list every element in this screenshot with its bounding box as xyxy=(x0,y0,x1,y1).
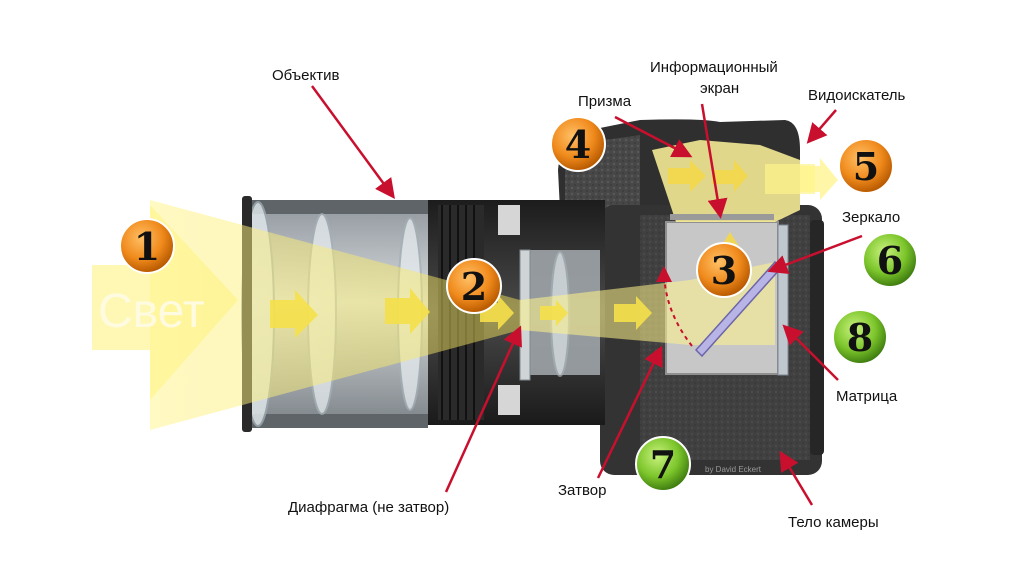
svg-text:6: 6 xyxy=(877,238,903,283)
svg-text:2: 2 xyxy=(461,264,487,309)
marker-4: 4 xyxy=(550,116,606,172)
svg-text:1: 1 xyxy=(134,224,160,269)
label-info-screen-line2: экран xyxy=(700,80,739,97)
label-prism: Призма xyxy=(578,93,632,110)
svg-text:5: 5 xyxy=(853,144,879,189)
marker-2: 2 xyxy=(446,258,502,314)
sensor-plate xyxy=(777,224,789,376)
svg-text:3: 3 xyxy=(711,248,737,293)
label-mirror: Зеркало xyxy=(842,209,900,226)
markers: 1 2 3 4 5 6 7 8 xyxy=(119,116,918,492)
label-viewfinder: Видоискатель xyxy=(808,87,906,104)
marker-3: 3 xyxy=(696,242,752,298)
marker-5: 5 xyxy=(838,138,894,194)
label-lens: Объектив xyxy=(272,67,339,84)
credit-text: by David Eckert xyxy=(705,465,762,474)
marker-1: 1 xyxy=(119,218,175,274)
marker-6: 6 xyxy=(862,232,918,288)
light-word: Свет xyxy=(98,285,205,338)
label-sensor: Матрица xyxy=(836,388,898,405)
light-beam xyxy=(92,158,838,430)
svg-text:7: 7 xyxy=(650,442,676,487)
label-shutter: Затвор xyxy=(558,482,606,499)
leader-arrows xyxy=(310,85,863,506)
marker-8: 8 xyxy=(832,309,888,365)
svg-text:4: 4 xyxy=(565,122,591,167)
labels: Объектив Информационный экран Призма Вид… xyxy=(272,59,906,531)
svg-text:8: 8 xyxy=(847,315,873,360)
mirror-swing-path xyxy=(656,266,693,347)
marker-7: 7 xyxy=(635,436,691,492)
label-body: Тело камеры xyxy=(788,514,879,531)
label-info-screen-line1: Информационный xyxy=(650,59,778,76)
label-aperture: Диафрагма (не затвор) xyxy=(288,499,449,516)
